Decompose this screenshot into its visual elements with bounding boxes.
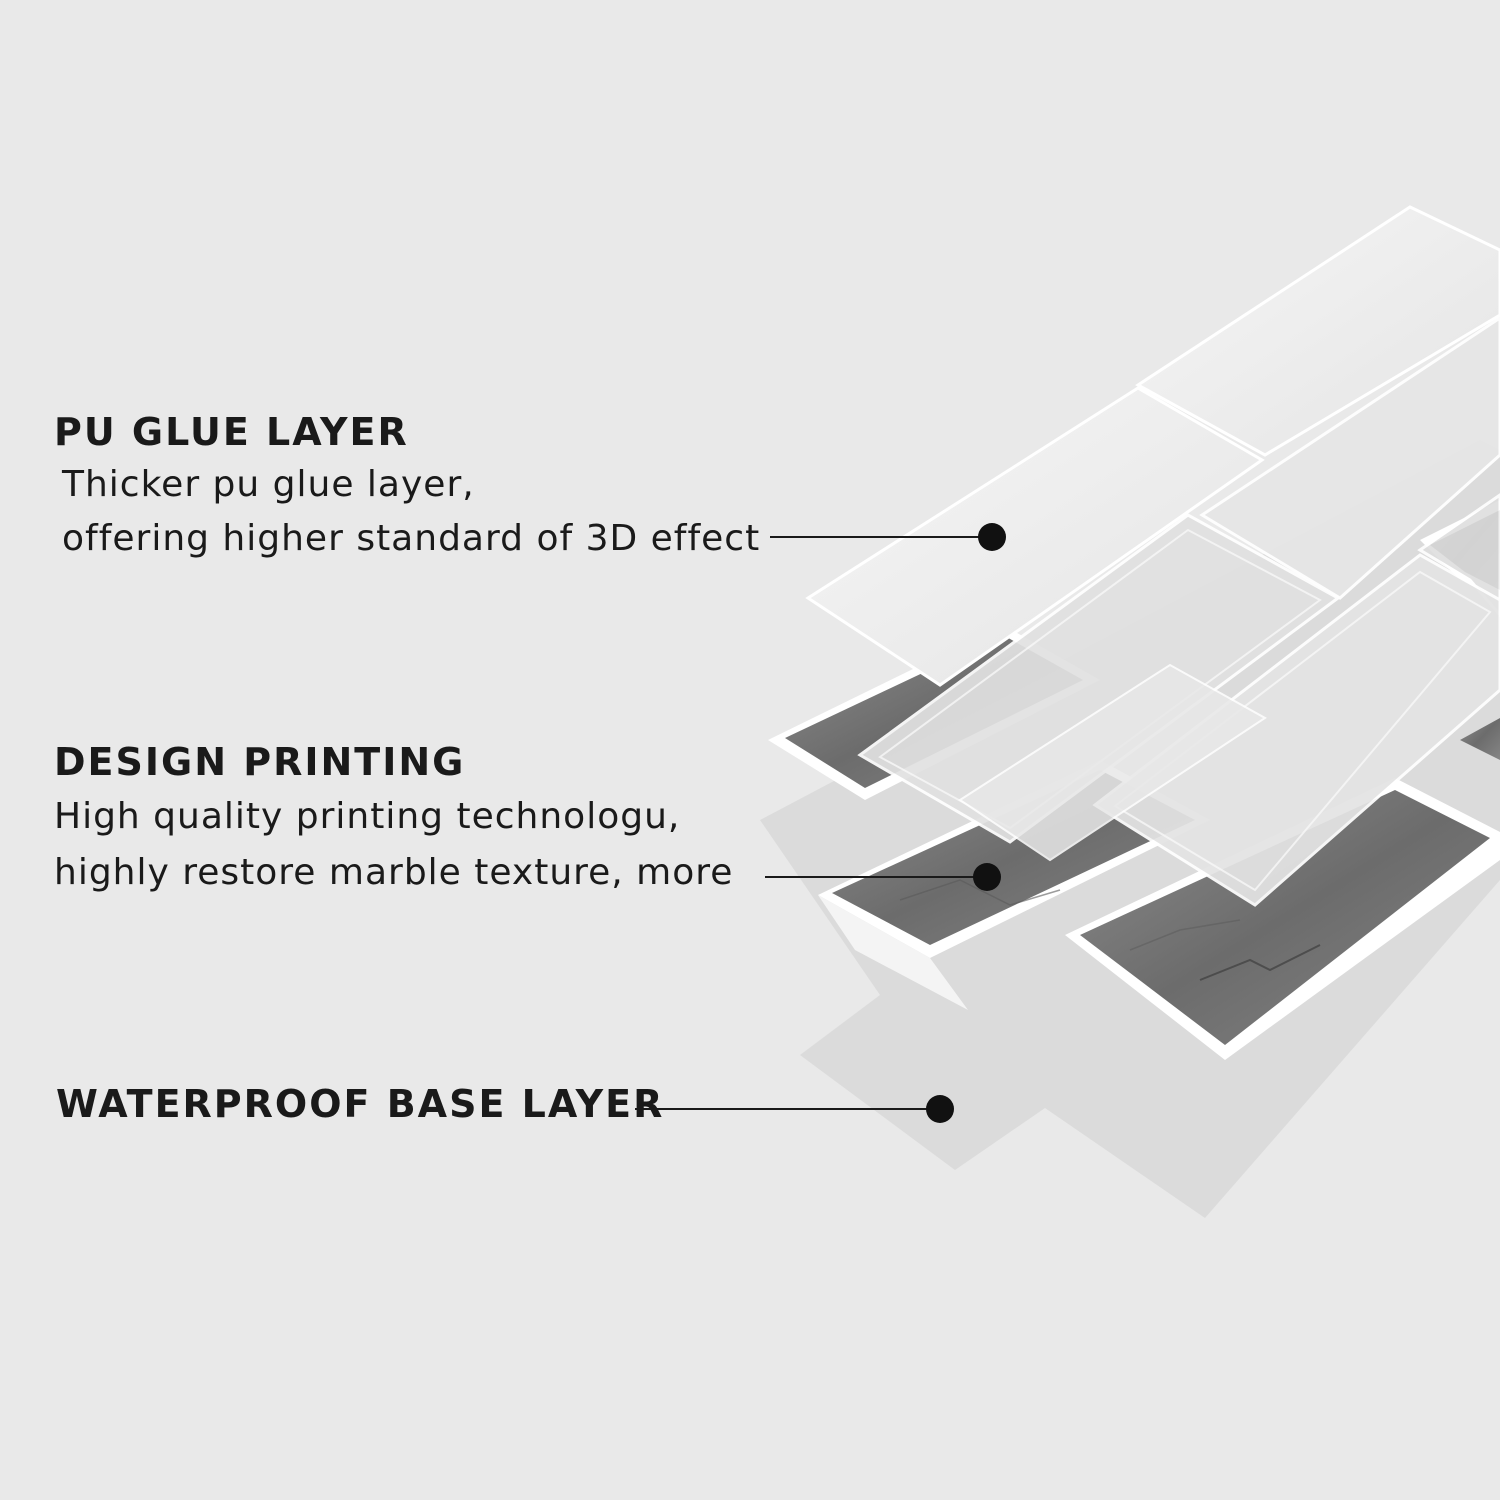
leader-design-printing: [765, 863, 1001, 891]
callout-title: WATERPROOF BASE LAYER: [56, 1082, 665, 1126]
leader-pu-glue: [770, 523, 1006, 551]
marble-tile: [1065, 778, 1500, 1060]
marble-tile: [1460, 718, 1500, 760]
callout-description-line: Thicker pu glue layer,: [62, 463, 475, 505]
callout-description-line: highly restore marble texture, more: [54, 851, 734, 893]
callout-pu-glue-layer: PU GLUE LAYER Thicker pu glue layer, off…: [54, 410, 760, 564]
glue-tile: [1417, 493, 1500, 618]
callout-description-line: High quality printing technologu,: [54, 795, 681, 837]
glue-tile: [1092, 553, 1500, 907]
callout-waterproof-base-layer: WATERPROOF BASE LAYER: [56, 1082, 664, 1128]
marble-tile: [818, 895, 968, 1010]
callout-design-printing: DESIGN PRINTING High quality printing te…: [54, 740, 733, 898]
callout-title: DESIGN PRINTING: [54, 740, 466, 784]
glue-tile: [1199, 316, 1500, 600]
glue-tile: [1135, 205, 1500, 457]
glue-tile: [805, 386, 1265, 687]
callout-title: PU GLUE LAYER: [54, 410, 409, 454]
callout-description-line: offering higher standard of 3D effect: [62, 517, 761, 559]
glue-tile: [958, 663, 1267, 862]
leader-base-layer: [635, 1095, 954, 1123]
pu-glue-layer: [805, 205, 1500, 907]
